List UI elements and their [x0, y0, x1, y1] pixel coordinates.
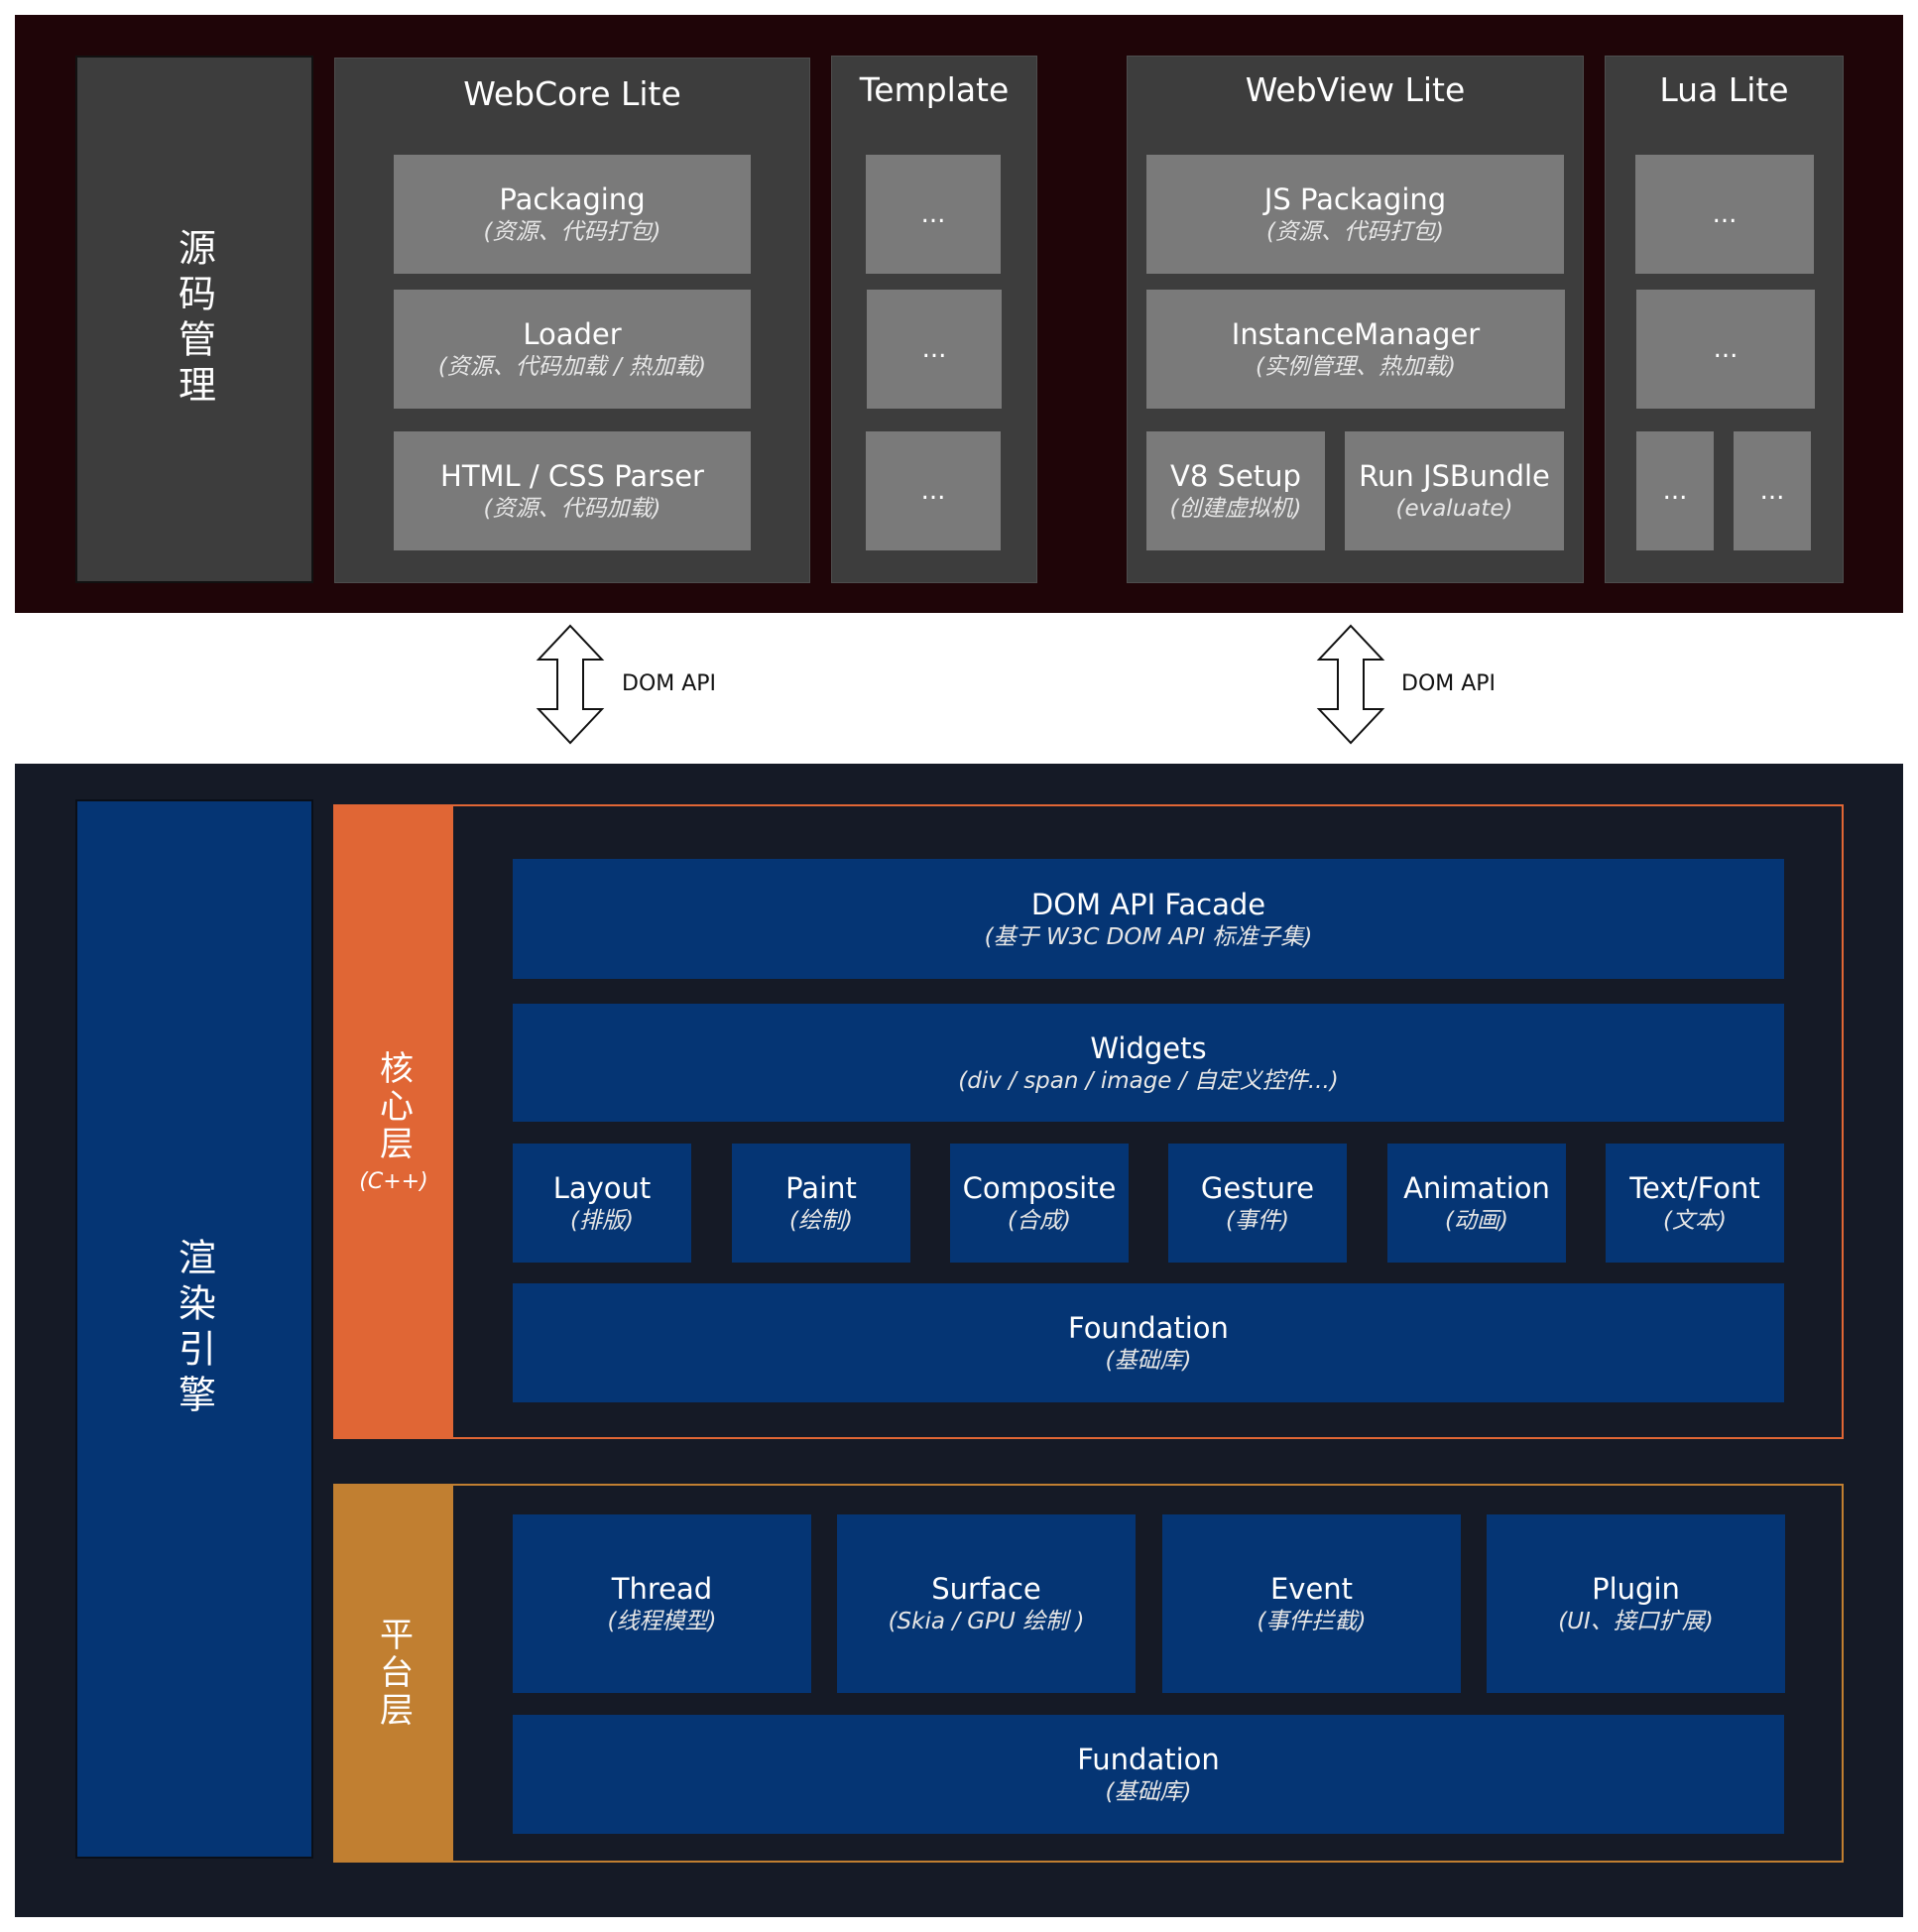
- v8-setup-title: V8 Setup: [1170, 459, 1301, 493]
- event-box: Event (事件拦截): [1162, 1514, 1461, 1693]
- animation-sub: (动画): [1445, 1208, 1508, 1234]
- animation-box: Animation (动画): [1387, 1144, 1566, 1263]
- composite-sub: (合成): [1008, 1208, 1071, 1234]
- composite-box: Composite (合成): [950, 1144, 1129, 1263]
- plugin-box: Plugin (UI、接口扩展): [1487, 1514, 1785, 1693]
- platform-foundation-box: Fundation (基础库): [513, 1715, 1784, 1834]
- loader-box: Loader (资源、代码加载 / 热加载): [394, 290, 751, 409]
- template-box-3-text: ...: [920, 476, 946, 506]
- run-jsbundle-box: Run JSBundle (evaluate): [1345, 431, 1564, 550]
- platform-layer-tab: 平台层: [334, 1485, 453, 1862]
- packaging-title: Packaging: [499, 182, 646, 216]
- template-box-1-text: ...: [920, 199, 946, 229]
- platform-layer-label: 平台层: [373, 1617, 414, 1730]
- parser-box: HTML / CSS Parser (资源、代码加载): [394, 431, 751, 550]
- packaging-box: Packaging (资源、代码打包): [394, 155, 751, 274]
- source-management-label: 源码管理: [75, 56, 313, 583]
- parser-title: HTML / CSS Parser: [440, 459, 704, 493]
- thread-sub: (线程模型): [607, 1609, 717, 1634]
- webview-lite-title: WebView Lite: [1245, 70, 1466, 109]
- lua-box-4: ...: [1734, 431, 1811, 550]
- lua-box-4-text: ...: [1759, 476, 1785, 506]
- core-foundation-box: Foundation (基础库): [513, 1283, 1784, 1402]
- layout-box: Layout (排版): [513, 1144, 691, 1263]
- js-packaging-sub: (资源、代码打包): [1266, 219, 1444, 245]
- surface-title: Surface: [931, 1572, 1041, 1606]
- lua-box-1: ...: [1635, 155, 1814, 274]
- gesture-box: Gesture (事件): [1168, 1144, 1347, 1263]
- layout-sub: (排版): [570, 1208, 634, 1234]
- render-engine-label: 渲染引擎: [75, 799, 313, 1859]
- widgets-title: Widgets: [1090, 1030, 1207, 1065]
- parser-sub: (资源、代码加载): [483, 496, 661, 522]
- v8-setup-sub: (创建虚拟机): [1169, 496, 1302, 522]
- text-font-box: Text/Font (文本): [1606, 1144, 1784, 1263]
- platform-foundation-sub: (基础库): [1105, 1779, 1192, 1805]
- widgets-sub: (div / span / image / 自定义控件...): [958, 1067, 1339, 1094]
- core-layer-tab: 核心层 (C++): [334, 805, 453, 1438]
- lua-box-2-text: ...: [1713, 334, 1738, 364]
- event-title: Event: [1269, 1572, 1354, 1606]
- gesture-title: Gesture: [1200, 1171, 1315, 1205]
- widgets-box: Widgets (div / span / image / 自定义控件...): [513, 1004, 1784, 1122]
- run-jsbundle-title: Run JSBundle: [1359, 459, 1550, 493]
- dom-api-facade-box: DOM API Facade (基于 W3C DOM API 标准子集): [513, 859, 1784, 979]
- double-arrow-icon: [1316, 624, 1385, 745]
- run-jsbundle-sub: (evaluate): [1395, 496, 1513, 522]
- platform-foundation-title: Fundation: [1077, 1743, 1220, 1776]
- thread-box: Thread (线程模型): [513, 1514, 811, 1693]
- template-box-1: ...: [866, 155, 1001, 274]
- dom-api-label-left: DOM API: [622, 671, 717, 696]
- template-box-2: ...: [867, 290, 1002, 409]
- loader-sub: (资源、代码加载 / 热加载): [437, 354, 707, 380]
- double-arrow-icon: [536, 624, 605, 745]
- render-engine-text: 渲染引擎: [172, 1238, 216, 1420]
- instance-manager-title: InstanceManager: [1231, 317, 1481, 351]
- js-packaging-box: JS Packaging (资源、代码打包): [1146, 155, 1564, 274]
- js-packaging-title: JS Packaging: [1263, 182, 1447, 216]
- plugin-sub: (UI、接口扩展): [1558, 1609, 1714, 1634]
- layout-title: Layout: [552, 1171, 652, 1205]
- dom-api-label-right: DOM API: [1401, 671, 1497, 696]
- template-title: Template: [859, 70, 1010, 109]
- core-foundation-sub: (基础库): [1105, 1348, 1192, 1374]
- plugin-title: Plugin: [1592, 1572, 1680, 1606]
- packaging-sub: (资源、代码打包): [483, 219, 661, 245]
- core-layer-label: 核心层: [373, 1049, 414, 1163]
- lua-lite-title: Lua Lite: [1659, 70, 1789, 109]
- animation-title: Animation: [1403, 1171, 1550, 1205]
- lua-box-3: ...: [1636, 431, 1714, 550]
- instance-manager-sub: (实例管理、热加载): [1256, 354, 1456, 380]
- webcore-lite-title: WebCore Lite: [463, 74, 681, 113]
- thread-title: Thread: [611, 1572, 713, 1606]
- gesture-sub: (事件): [1226, 1208, 1289, 1234]
- lua-box-3-text: ...: [1662, 476, 1688, 506]
- template-box-2-text: ...: [921, 334, 947, 364]
- v8-setup-box: V8 Setup (创建虚拟机): [1146, 431, 1325, 550]
- composite-title: Composite: [962, 1171, 1117, 1205]
- lua-box-1-text: ...: [1712, 199, 1738, 229]
- paint-title: Paint: [785, 1171, 857, 1205]
- core-foundation-title: Foundation: [1068, 1311, 1229, 1345]
- template-box-3: ...: [866, 431, 1001, 550]
- surface-box: Surface (Skia / GPU 绘制 ): [837, 1514, 1136, 1693]
- loader-title: Loader: [523, 317, 622, 351]
- lua-box-2: ...: [1636, 290, 1815, 409]
- text-font-title: Text/Font: [1629, 1171, 1760, 1205]
- surface-sub: (Skia / GPU 绘制 ): [888, 1609, 1085, 1634]
- event-sub: (事件拦截): [1257, 1609, 1367, 1634]
- paint-sub: (绘制): [789, 1208, 853, 1234]
- text-font-sub: (文本): [1663, 1208, 1727, 1234]
- source-management-text: 源码管理: [172, 228, 216, 411]
- paint-box: Paint (绘制): [732, 1144, 910, 1263]
- facade-sub: (基于 W3C DOM API 标准子集): [984, 923, 1313, 950]
- core-layer-sub: (C++): [359, 1168, 428, 1194]
- instance-manager-box: InstanceManager (实例管理、热加载): [1146, 290, 1565, 409]
- facade-title: DOM API Facade: [1030, 887, 1266, 921]
